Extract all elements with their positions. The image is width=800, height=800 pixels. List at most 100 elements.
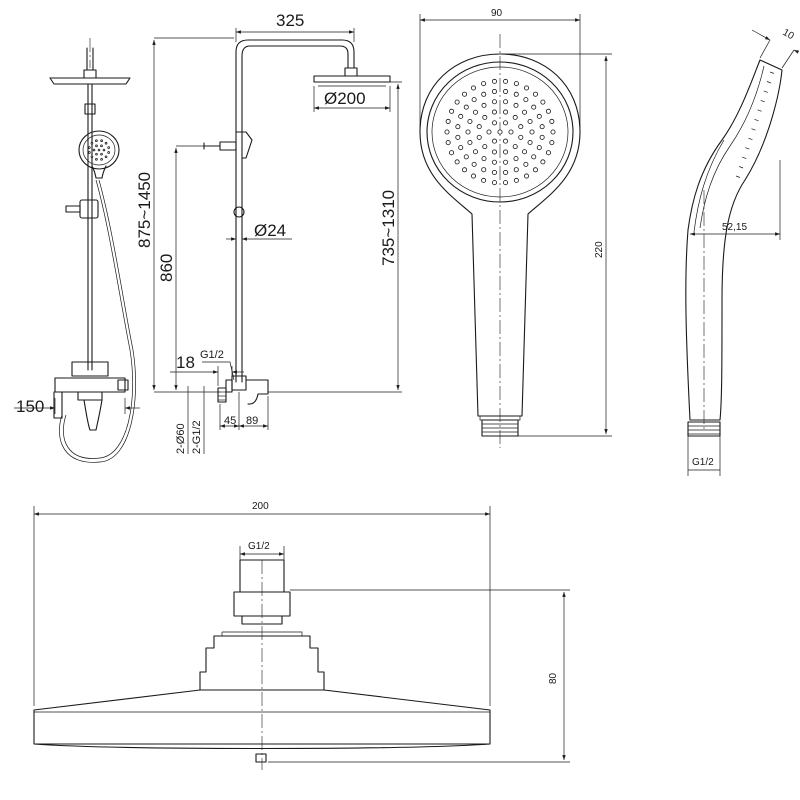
spray-hole — [497, 129, 503, 135]
spray-hole — [503, 109, 509, 115]
nozzle-tooth — [769, 71, 775, 74]
rack-side-thread2-label: 2-G1/2 — [191, 420, 203, 454]
spray-hole — [455, 134, 461, 140]
spray-hole — [527, 140, 533, 146]
overhead-thread-label: G1/2 — [248, 541, 270, 552]
overhead-width-label: 200 — [252, 501, 269, 512]
spray-hole — [470, 85, 476, 91]
spray-hole — [545, 150, 551, 156]
spray-hole — [476, 134, 482, 140]
spray-hole — [104, 141, 108, 145]
spray-hole — [508, 129, 514, 135]
overhead-height-label: 80 — [548, 672, 559, 684]
spray-hole — [491, 89, 497, 95]
rack-side-flange-label: 2-Ø60 — [175, 423, 187, 454]
spray-hole — [463, 104, 469, 110]
spray-hole — [107, 146, 110, 149]
spray-hole — [88, 151, 91, 154]
spray-hole — [491, 159, 497, 165]
spray-hole — [522, 149, 528, 155]
spray-hole — [467, 118, 473, 124]
spray-hole — [481, 91, 487, 97]
spray-hole — [462, 167, 468, 173]
spray-hole — [503, 159, 509, 165]
spray-hole — [502, 120, 508, 126]
spray-hole — [491, 120, 497, 126]
spray-hole — [445, 118, 451, 124]
rack-side-dim45-label: 45 — [224, 415, 236, 427]
spray-hole — [491, 149, 497, 155]
spray-hole — [513, 81, 519, 87]
nozzle-tooth — [748, 137, 753, 141]
spray-hole — [97, 148, 101, 152]
spray-hole — [472, 109, 478, 115]
nozzle-tooth — [763, 90, 768, 93]
spray-hole — [491, 109, 497, 115]
rack-side-mixer — [217, 375, 269, 405]
spray-hole — [513, 156, 519, 162]
spray-hole — [482, 144, 488, 150]
nozzle-tooth — [735, 175, 741, 178]
spray-hole — [476, 124, 482, 130]
spray-hole — [95, 144, 98, 148]
nozzle-tooth — [757, 109, 762, 112]
spray-hole — [532, 91, 538, 97]
spray-hole — [545, 108, 551, 114]
spray-hole — [540, 159, 546, 165]
hand-shower-front-width-label: 90 — [491, 8, 503, 19]
spray-hole — [449, 150, 455, 156]
spray-hole — [529, 129, 535, 135]
spray-hole — [100, 139, 103, 143]
rack-front-view: 150 — [14, 38, 140, 463]
spray-hole — [491, 99, 497, 105]
nozzle-tooth — [760, 100, 765, 103]
spray-hole — [107, 151, 110, 154]
spray-hole — [471, 161, 477, 167]
spray-hole — [467, 140, 473, 146]
rack-side-inlet-thread-label: G1/2 — [200, 349, 224, 361]
spray-hole — [540, 99, 546, 105]
spray-hole — [470, 173, 476, 179]
rack-front-hand-shower — [78, 130, 120, 179]
spray-hole — [513, 102, 519, 108]
spray-hole — [472, 149, 478, 155]
spray-hole — [524, 173, 530, 179]
spray-hole — [481, 156, 487, 162]
rack-side-pipe-dia-label: Ø24 — [254, 221, 286, 240]
rack-side-top-width-label: 325 — [276, 11, 304, 30]
spray-hole — [536, 113, 542, 119]
spray-hole — [502, 138, 508, 144]
spray-hole — [481, 81, 487, 87]
spray-hole — [463, 154, 469, 160]
rack-side-offset-label: 18 — [176, 353, 195, 372]
spray-hole — [100, 152, 103, 156]
spray-hole — [513, 167, 519, 173]
spray-hole — [531, 154, 537, 160]
hand-shower-front-view: 90 220 — [419, 8, 612, 448]
spray-hole — [100, 157, 103, 161]
nozzle-tooth — [742, 156, 747, 159]
nozzle-tooth — [738, 166, 744, 169]
rack-side-head-dia-label: Ø200 — [324, 89, 366, 108]
spray-hole — [445, 140, 451, 146]
spray-hole — [503, 169, 509, 175]
hand-shower-front-height-label: 220 — [594, 241, 605, 258]
rack-side-view: 325 Ø200 875~1450 860 735~1310 Ø24 18 G1… — [135, 11, 402, 454]
rack-side-overhead — [313, 67, 391, 87]
spray-hole — [481, 177, 487, 183]
spray-hole — [102, 148, 106, 152]
spray-hole — [518, 124, 524, 130]
spray-hole — [518, 134, 524, 140]
spray-hole — [465, 129, 471, 135]
spray-hole — [90, 155, 94, 159]
spray-hole — [481, 102, 487, 108]
overhead-shower-view: 200 G1/2 80 — [33, 501, 570, 770]
spray-hole — [513, 91, 519, 97]
spray-hole — [458, 113, 464, 119]
spray-hole — [95, 139, 98, 143]
spray-hole — [549, 140, 555, 146]
spray-hole — [539, 134, 545, 140]
spray-hole — [512, 144, 518, 150]
hand-shower-spray-holes — [444, 78, 556, 186]
